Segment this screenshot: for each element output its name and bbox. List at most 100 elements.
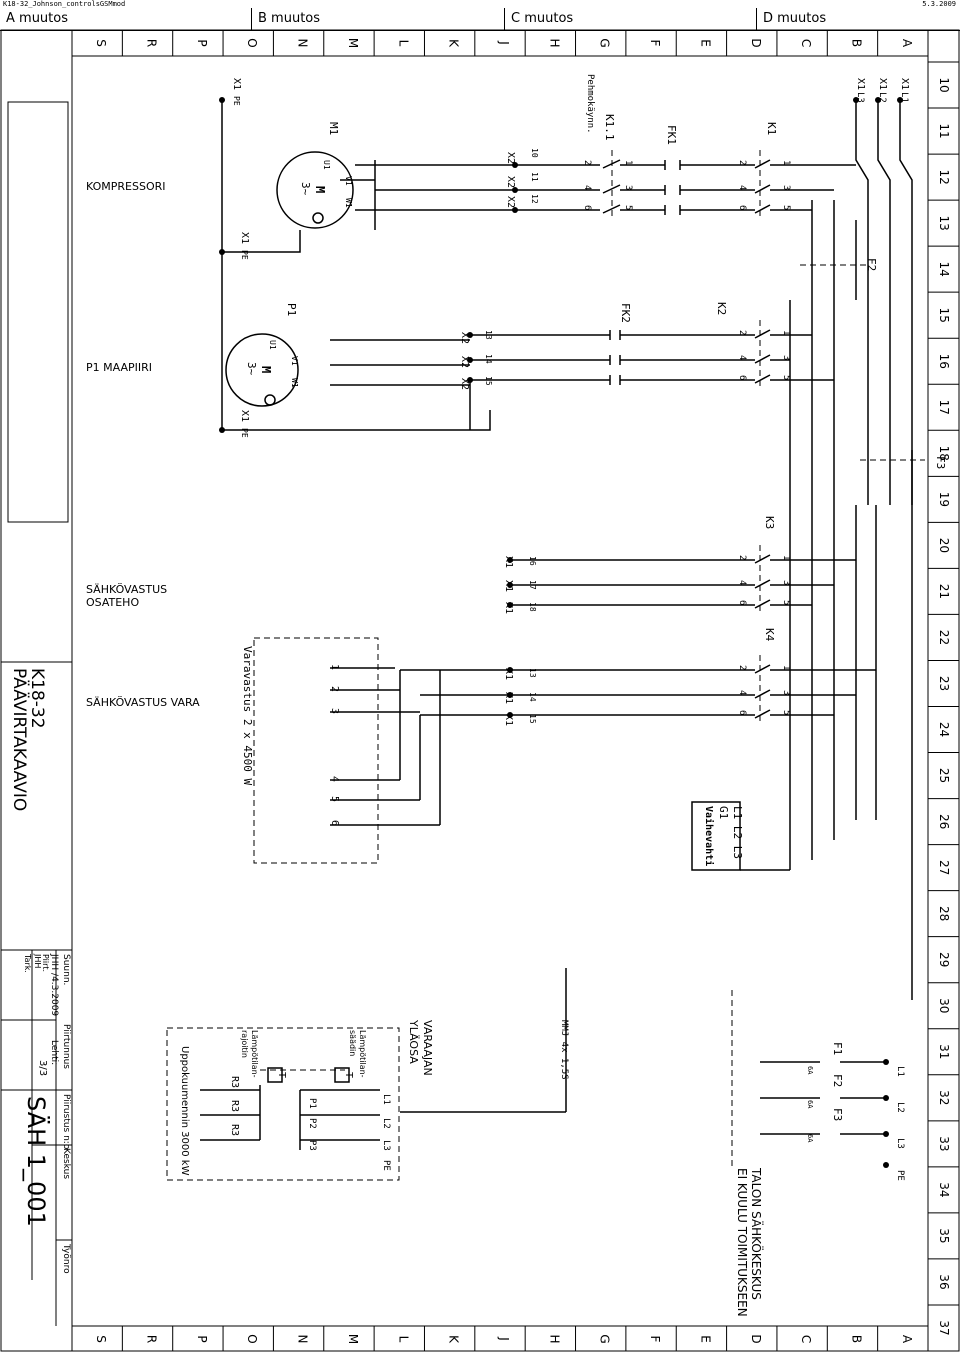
contact-num-4-2-out: 6 bbox=[737, 710, 747, 715]
r3-1: R3 bbox=[229, 1076, 240, 1088]
contact-num-4-1-out: 4 bbox=[737, 690, 747, 695]
p1-pe: PE bbox=[240, 428, 249, 438]
grid-letter-bottom-12: E bbox=[698, 1335, 712, 1343]
grid-number-20: 30 bbox=[937, 998, 951, 1013]
m1-pe-top: PE bbox=[232, 96, 241, 106]
upper-f2: F2 bbox=[831, 1074, 844, 1087]
grid-number-13: 23 bbox=[937, 676, 951, 691]
grid-letter-top-3: O bbox=[245, 38, 259, 47]
upper-l3: L3 bbox=[895, 1138, 905, 1149]
uppokuumennin-label: Uppokuumennin 3000 kW bbox=[179, 1046, 190, 1176]
upper-l2-term: L2 bbox=[381, 1118, 391, 1129]
r3-3: R3 bbox=[229, 1124, 240, 1136]
p1-v1: V1 bbox=[290, 356, 299, 366]
r3-2: R3 bbox=[229, 1100, 240, 1112]
grid-number-3: 13 bbox=[937, 215, 951, 230]
x1-t18-term: X1 bbox=[503, 602, 514, 614]
x2-t12-term: X2 bbox=[505, 196, 516, 208]
vara-term-5: 5 bbox=[329, 796, 340, 802]
contact-num-3-2-in: 5 bbox=[781, 600, 791, 605]
vara-term-6: 6 bbox=[329, 820, 340, 826]
title-line-1: K18-32 bbox=[27, 668, 47, 729]
contact-num-0-2-in: 5 bbox=[781, 205, 791, 210]
p-term-2: P2 bbox=[307, 1118, 317, 1129]
grid-letter-bottom-8: J bbox=[497, 1336, 511, 1341]
saadin-t: T bbox=[343, 1072, 354, 1078]
phase-monitor-name: Vaihevahti bbox=[703, 806, 715, 866]
x1-t15-term: X1 bbox=[503, 714, 514, 726]
grid-number-2: 12 bbox=[937, 169, 951, 184]
contact-num-0-2-out: 6 bbox=[737, 205, 747, 210]
lehti-value: 3/3 bbox=[37, 1060, 48, 1076]
grid-letter-bottom-0: S bbox=[94, 1335, 108, 1343]
grid-letter-bottom-11: F bbox=[648, 1336, 662, 1343]
grid-number-4: 14 bbox=[937, 262, 951, 277]
grid-letter-top-10: G bbox=[598, 38, 612, 47]
varaajan-line-2: YLÄOSA bbox=[407, 1019, 420, 1064]
grid-letter-bottom-2: P bbox=[195, 1335, 209, 1342]
grid-number-11: 21 bbox=[937, 584, 951, 599]
t15: 15 bbox=[484, 376, 493, 386]
contact-num-1-0-in: 1 bbox=[623, 160, 633, 165]
supply-x1-l3: X1 bbox=[855, 78, 866, 90]
contact-num-3-1-out: 4 bbox=[737, 580, 747, 585]
x1-t14-term: X1 bbox=[503, 692, 514, 704]
x2-t15-term: X2 bbox=[459, 378, 470, 390]
pehmo-label: Pehmokäynn. bbox=[585, 74, 595, 134]
phase-monitor-box bbox=[691, 801, 741, 871]
suunn-label: Suunn. bbox=[61, 954, 71, 985]
grid-letter-bottom-7: K bbox=[447, 1335, 461, 1344]
supply-x1-l1: X1 bbox=[899, 78, 910, 90]
grid-number-24: 34 bbox=[937, 1182, 951, 1197]
supply-l3: L3 bbox=[855, 92, 865, 103]
grid-number-21: 31 bbox=[937, 1044, 951, 1059]
grid-letter-top-6: L bbox=[396, 40, 410, 47]
phase-monitor-lines: L1 L2 L3 bbox=[731, 806, 744, 859]
k11-label: K1.1 bbox=[603, 114, 616, 141]
piirt-value: JHH bbox=[33, 953, 42, 968]
x2-t11-term: X2 bbox=[505, 176, 516, 188]
p1-u1: U1 bbox=[268, 340, 277, 350]
fuse-f3-label: F3 bbox=[934, 456, 947, 469]
m1-pe-bot-x1: X1 bbox=[239, 232, 250, 244]
x2-t10-term: X2 bbox=[505, 152, 516, 164]
m1-v1: V1 bbox=[344, 176, 353, 186]
vara-term-2: 2 bbox=[329, 686, 340, 692]
grid-letter-top-1: R bbox=[145, 39, 159, 47]
grid-letter-top-9: H bbox=[547, 38, 561, 47]
t14: 14 bbox=[484, 354, 493, 364]
p1-w1: W1 bbox=[290, 378, 299, 388]
revision-a: A muutos bbox=[0, 8, 252, 30]
revision-c: C muutos bbox=[505, 8, 757, 30]
m1-m: M bbox=[313, 186, 327, 193]
grid-number-25: 35 bbox=[937, 1228, 951, 1243]
saadin-line-2: säädin bbox=[348, 1030, 357, 1056]
k4-label: K4 bbox=[763, 628, 776, 642]
supply-x1-l2: X1 bbox=[877, 78, 888, 90]
t17: 17 bbox=[528, 580, 537, 590]
m1-pe-bot: PE bbox=[240, 250, 249, 260]
grid-letter-top-12: E bbox=[698, 39, 712, 47]
rajoitin-line-1: Lämpötilan- bbox=[250, 1030, 259, 1078]
x1-t13-term: X1 bbox=[503, 668, 514, 680]
upper-l1: L1 bbox=[895, 1066, 905, 1077]
cable-label: MMJ 4x 1,5S bbox=[559, 1020, 569, 1080]
contact-num-4-0-in: 1 bbox=[781, 665, 791, 670]
talon-line-2: EI KUULU TOIMITUKSEEN bbox=[735, 1168, 749, 1317]
m1-w1: W1 bbox=[344, 198, 353, 208]
grid-number-5: 15 bbox=[937, 308, 951, 323]
x1-t16-term: X1 bbox=[503, 556, 514, 568]
vara-term-3: 3 bbox=[329, 708, 340, 714]
grid-number-6: 16 bbox=[937, 354, 951, 369]
contact-num-3-2-out: 6 bbox=[737, 600, 747, 605]
contact-num-1-2-out: 6 bbox=[582, 205, 592, 210]
grid-number-27: 37 bbox=[937, 1320, 951, 1335]
talon-line-1: TALON SÄHKÖKESKUS bbox=[749, 1167, 765, 1300]
keskus-label: Keskus bbox=[61, 1148, 71, 1179]
grid-letter-bottom-13: D bbox=[749, 1334, 763, 1343]
grid-letter-bottom-15: B bbox=[849, 1335, 863, 1343]
rating-f2: 6A bbox=[806, 1100, 814, 1109]
grid-number-9: 19 bbox=[937, 492, 951, 507]
grid-number-10: 20 bbox=[937, 538, 951, 553]
supply-l2: L2 bbox=[877, 92, 887, 103]
